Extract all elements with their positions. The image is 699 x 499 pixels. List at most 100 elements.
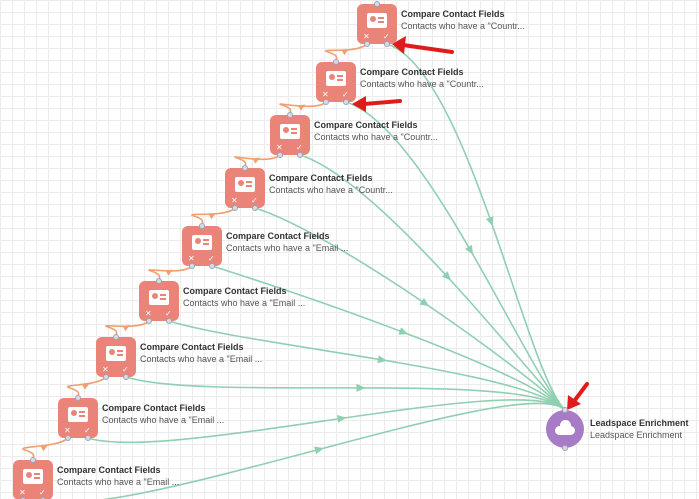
input-port[interactable] bbox=[75, 395, 81, 401]
contact-card-icon bbox=[235, 177, 255, 192]
input-port[interactable] bbox=[199, 223, 205, 229]
contact-card-icon bbox=[326, 71, 346, 86]
no-output-port[interactable] bbox=[189, 263, 195, 269]
yes-connection[interactable] bbox=[386, 43, 566, 411]
yes-output-port[interactable] bbox=[252, 205, 258, 211]
yes-output-port[interactable] bbox=[297, 152, 303, 158]
connection-arrow bbox=[314, 446, 324, 455]
no-output-port[interactable] bbox=[65, 435, 71, 441]
no-output-port[interactable] bbox=[323, 99, 329, 105]
no-output-port[interactable] bbox=[20, 497, 26, 499]
input-port[interactable] bbox=[562, 407, 568, 413]
yes-output-port[interactable] bbox=[343, 99, 349, 105]
compare-contact-fields-node[interactable]: ✕✓ bbox=[316, 59, 356, 105]
input-port[interactable] bbox=[242, 165, 248, 171]
compare-contact-fields-node[interactable]: ✕✓ bbox=[270, 112, 310, 158]
yes-output-port[interactable] bbox=[209, 263, 215, 269]
compare-contact-fields-node[interactable]: ✕✓ bbox=[225, 165, 265, 211]
node-subtitle: Contacts who have a "Email ... bbox=[57, 477, 180, 487]
red-arrow-2 bbox=[362, 99, 402, 106]
compare-contact-fields-node[interactable]: ✕✓ bbox=[96, 334, 136, 380]
input-port[interactable] bbox=[30, 457, 36, 463]
enrichment-subtitle: Leadspace Enrichment bbox=[590, 430, 683, 440]
yes-wires bbox=[87, 43, 566, 499]
leadspace-enrichment-node[interactable] bbox=[546, 407, 584, 451]
no-output-port[interactable] bbox=[103, 374, 109, 380]
no-connection[interactable] bbox=[191, 207, 236, 227]
connection-arrow bbox=[165, 269, 173, 276]
node-title: Compare Contact Fields bbox=[140, 342, 244, 352]
compare-contact-fields-node[interactable]: ✕✓ bbox=[139, 278, 179, 324]
red-annotation-arrows bbox=[352, 36, 589, 410]
no-connection[interactable] bbox=[279, 101, 327, 116]
node-title: Compare Contact Fields bbox=[102, 403, 206, 413]
no-output-port[interactable] bbox=[277, 152, 283, 158]
no-branch-icon: ✕ bbox=[322, 90, 329, 99]
input-port[interactable] bbox=[374, 1, 380, 7]
connection-arrow bbox=[341, 49, 349, 56]
compare-contact-fields-node[interactable]: ✕✓ bbox=[58, 395, 98, 441]
contact-card-icon bbox=[367, 13, 387, 28]
compare-contact-fields-node[interactable]: ✕✓ bbox=[357, 1, 397, 47]
connection-arrow bbox=[398, 327, 409, 335]
yes-connection[interactable] bbox=[345, 101, 566, 411]
connection-arrow bbox=[122, 325, 130, 332]
node-title: Compare Contact Fields bbox=[226, 231, 330, 241]
yes-branch-icon: ✓ bbox=[251, 196, 258, 205]
connection-arrow bbox=[81, 383, 90, 390]
connection-arrow bbox=[485, 216, 494, 227]
yes-branch-icon: ✓ bbox=[383, 32, 390, 41]
no-connection[interactable] bbox=[66, 376, 107, 399]
connection-arrow bbox=[441, 271, 451, 281]
yes-output-port[interactable] bbox=[40, 497, 46, 499]
red-arrow-3 bbox=[573, 382, 589, 402]
input-port[interactable] bbox=[156, 278, 162, 284]
compare-contact-fields-node[interactable]: ✕✓ bbox=[182, 223, 222, 269]
no-branch-icon: ✕ bbox=[64, 426, 71, 435]
contact-card-icon bbox=[149, 290, 169, 305]
compare-contact-fields-node[interactable]: ✕✓ bbox=[13, 457, 53, 499]
yes-output-port[interactable] bbox=[166, 318, 172, 324]
node-subtitle: Contacts who have a "Countr... bbox=[401, 21, 525, 31]
no-connection[interactable] bbox=[22, 437, 69, 461]
no-connection[interactable] bbox=[234, 154, 281, 169]
node-subtitle: Contacts who have a "Email ... bbox=[140, 354, 263, 364]
input-port[interactable] bbox=[287, 112, 293, 118]
enrichment-title: Leadspace Enrichment bbox=[590, 418, 689, 428]
connection-arrow bbox=[208, 213, 216, 220]
no-branch-icon: ✕ bbox=[188, 254, 195, 263]
input-port[interactable] bbox=[113, 334, 119, 340]
contact-card-icon bbox=[106, 346, 126, 361]
no-output-port[interactable] bbox=[232, 205, 238, 211]
yes-output-port[interactable] bbox=[123, 374, 129, 380]
input-port[interactable] bbox=[333, 59, 339, 65]
output-port[interactable] bbox=[562, 445, 568, 451]
no-connection[interactable] bbox=[148, 265, 193, 282]
node-title: Compare Contact Fields bbox=[401, 9, 505, 19]
connection-arrow bbox=[419, 297, 430, 307]
no-output-port[interactable] bbox=[146, 318, 152, 324]
node-title: Compare Contact Fields bbox=[183, 286, 287, 296]
node-title: Compare Contact Fields bbox=[360, 67, 464, 77]
red-arrow-1 bbox=[401, 43, 454, 54]
yes-output-port[interactable] bbox=[85, 435, 91, 441]
no-connection[interactable] bbox=[105, 320, 150, 338]
contact-card-icon bbox=[23, 469, 43, 484]
yes-output-port[interactable] bbox=[384, 41, 390, 47]
contact-card-icon bbox=[280, 124, 300, 139]
no-branch-icon: ✕ bbox=[19, 488, 26, 497]
no-connection[interactable] bbox=[325, 43, 368, 63]
no-output-port[interactable] bbox=[364, 41, 370, 47]
no-branch-icon: ✕ bbox=[276, 143, 283, 152]
node-subtitle: Contacts who have a "Email ... bbox=[183, 298, 306, 308]
node-subtitle: Contacts who have a "Email ... bbox=[102, 415, 225, 425]
yes-branch-icon: ✓ bbox=[122, 365, 129, 374]
yes-connection[interactable] bbox=[168, 320, 566, 411]
